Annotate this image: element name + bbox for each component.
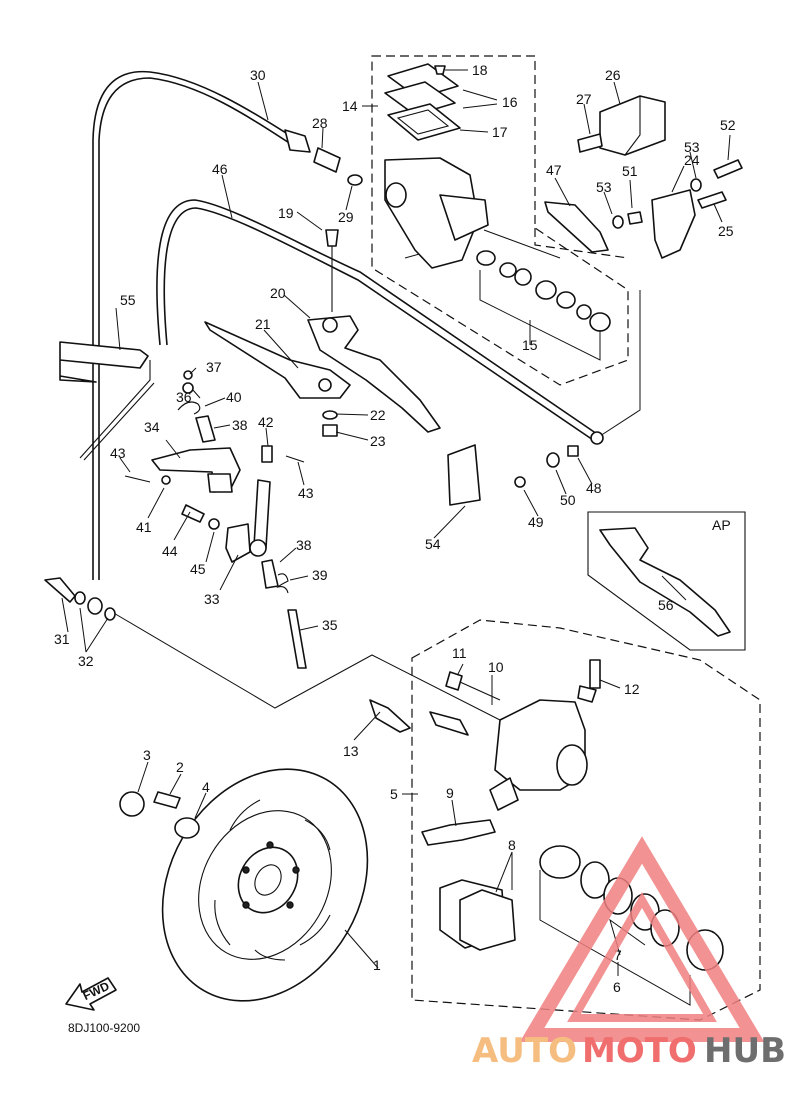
callout-16: 16 <box>502 94 518 110</box>
master-cylinder-box <box>371 55 629 386</box>
callout-35: 35 <box>322 617 338 633</box>
callout-10: 10 <box>488 659 504 675</box>
master-cylinder <box>384 63 611 361</box>
callout-39: 39 <box>312 567 328 583</box>
assembly-boxes <box>371 55 761 1021</box>
callout-20: 20 <box>270 285 286 301</box>
callout-37: 37 <box>206 359 222 375</box>
callout-27: 27 <box>576 91 592 107</box>
cables <box>79 70 601 580</box>
bolts-31-32 <box>44 577 116 621</box>
linkage-parts <box>124 370 307 669</box>
callout-labels: 1 2 3 4 5 6 7 8 9 10 11 12 13 14 15 16 1… <box>54 62 736 1035</box>
watermark: AUTO MOTO HUB <box>472 836 786 1071</box>
callout-41: 41 <box>136 519 152 535</box>
callout-25: 25 <box>718 223 734 239</box>
callout-43a: 43 <box>110 445 126 461</box>
caliper-box <box>411 619 761 1021</box>
callout-56: 56 <box>658 597 674 613</box>
parts-2-3-4 <box>119 791 200 839</box>
brake-hose-30 <box>92 70 306 580</box>
callout-33: 33 <box>204 591 220 607</box>
callout-26: 26 <box>605 67 621 83</box>
callout-34: 34 <box>144 419 160 435</box>
watermark-moto: MOTO <box>582 1031 697 1071</box>
callout-18: 18 <box>472 62 488 78</box>
callout-6: 6 <box>613 979 621 995</box>
callout-30: 30 <box>250 67 266 83</box>
watermark-auto: AUTO <box>472 1031 577 1071</box>
callout-50: 50 <box>560 492 576 508</box>
watermark-triangle <box>519 836 765 1042</box>
callout-17: 17 <box>492 124 508 140</box>
callout-47: 47 <box>546 162 562 178</box>
callout-55: 55 <box>120 292 136 308</box>
callout-51: 51 <box>622 163 638 179</box>
callout-32: 32 <box>78 653 94 669</box>
callout-2: 2 <box>176 759 184 775</box>
callout-45: 45 <box>190 561 206 577</box>
callout-43b: 43 <box>298 485 314 501</box>
callout-4: 4 <box>202 779 210 795</box>
watermark-hub: HUB <box>704 1031 786 1071</box>
callout-19: 19 <box>278 205 294 221</box>
callout-29: 29 <box>338 209 354 225</box>
brake-hose-46 <box>156 199 601 437</box>
hose-clamp-55 <box>59 341 149 383</box>
fwd-arrow-icon: FWD <box>65 977 117 1011</box>
reservoir-group <box>544 95 743 259</box>
callout-53a: 53 <box>596 179 612 195</box>
hose-fittings <box>284 129 363 186</box>
caliper <box>369 659 724 1006</box>
leader-lines <box>61 69 731 976</box>
callout-13: 13 <box>343 743 359 759</box>
callout-3: 3 <box>143 747 151 763</box>
callout-54: 54 <box>425 536 441 552</box>
ap-lever-box <box>587 511 746 651</box>
callout-9: 9 <box>446 785 454 801</box>
callout-7: 7 <box>614 947 622 963</box>
callout-22: 22 <box>370 407 386 423</box>
callout-21: 21 <box>255 316 271 332</box>
callout-49: 49 <box>528 514 544 530</box>
ap-lever-56 <box>599 527 731 637</box>
callout-48: 48 <box>586 480 602 496</box>
callout-38a: 38 <box>232 417 248 433</box>
diagram-code: 8DJ100-9200 <box>68 1021 140 1035</box>
callout-5: 5 <box>390 786 398 802</box>
callout-24: 24 <box>684 152 700 168</box>
callout-44: 44 <box>162 543 178 559</box>
brake-lever <box>204 229 441 437</box>
small-parts <box>447 431 604 506</box>
ap-variant-label: AP <box>712 517 731 533</box>
callout-15: 15 <box>522 337 538 353</box>
callout-11: 11 <box>452 645 467 661</box>
callout-46: 46 <box>212 161 228 177</box>
callout-42: 42 <box>258 414 274 430</box>
callout-53b: 53 <box>684 139 700 155</box>
piston-kit <box>476 250 611 361</box>
callout-40: 40 <box>226 389 242 405</box>
callout-1: 1 <box>373 957 381 973</box>
callout-14: 14 <box>342 98 358 114</box>
callout-36: 36 <box>176 389 192 405</box>
callout-12: 12 <box>624 681 640 697</box>
callout-8: 8 <box>508 837 516 853</box>
callout-38b: 38 <box>296 537 312 553</box>
brake-disc <box>161 768 369 1002</box>
callout-31: 31 <box>54 631 70 647</box>
callout-28: 28 <box>312 115 328 131</box>
callout-23: 23 <box>370 433 386 449</box>
reservoir-box <box>534 228 629 259</box>
callout-52: 52 <box>720 117 736 133</box>
